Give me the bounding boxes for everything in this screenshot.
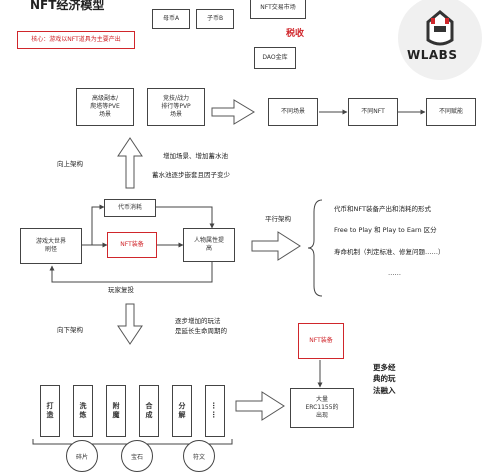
parallel-item-4: …… [388,269,401,277]
diagram-title: NFT经济模型 [30,0,105,12]
hollow-arrow-down [117,303,143,345]
material-gem: 宝石 [121,440,153,472]
down-arch-label: 向下架构 [57,326,83,334]
flow-box-power: 不同赋能 [426,98,476,126]
arrow-consume-to-attr [156,206,215,229]
wlabs-logo: WLABS [398,0,482,80]
material-rune: 符文 [183,440,215,472]
more-gameplay-note: 更多经 典的玩 法融入 [373,363,396,395]
hollow-arrow-up [117,137,143,189]
parallel-label: 平行架构 [265,215,291,223]
arrow-start-to-consume [91,204,105,245]
flow-box-nft: 不同NFT [348,98,398,126]
arrow-replay [49,262,213,283]
flow-box-scene: 不同场景 [268,98,318,126]
hollow-arrow-right-bottom [235,391,285,421]
logo-text: WLABS [407,48,458,62]
dao-treasury-box: DAO金库 [254,47,296,69]
material-fragment: 碎片 [66,440,98,472]
world-grind-box: 游戏大世界 刷怪 [20,228,82,264]
attr-up-box: 人物属性提 高 [183,228,235,262]
core-note: 核心：游戏以NFT道具为主要产出 [17,31,135,49]
token-consume-box: 代币消耗 [104,199,156,217]
down-note: 逐步增加的玩法 是延长生命周期的 [175,317,227,336]
mother-coin-box: 母币A [152,9,190,29]
nft-gear-box: NFT装备 [107,232,157,258]
action-more: …… [205,385,225,437]
parallel-item-2: Free to Play 和 Play to Earn 区分 [334,226,437,234]
child-coin-box: 子币B [196,9,234,29]
action-enchant: 附魔 [106,385,126,437]
action-forge: 打造 [40,385,60,437]
up-arch-label: 向上架构 [57,160,83,168]
parallel-brace [307,199,323,297]
robot-mascot-icon [426,10,454,46]
up-note-2: 蓄水池逐步嵌套且因子变少 [152,171,230,179]
parallel-item-1: 代币和NFT装备产出和消耗的形式 [334,205,431,213]
action-decompose: 分解 [172,385,192,437]
pve-scene-box: 高级副本/ 爬塔等PVE 场景 [76,88,134,126]
hollow-arrow-right-top [211,99,255,125]
erc1155-box: 大量 ERC1155的 出现 [290,388,354,428]
pvp-scene-box: 竞技/战力 排行等PVP 场景 [147,88,205,126]
parallel-item-3: 寿命机制（判定标准、修复问题……） [334,248,445,256]
nft-gear-top-box: NFT装备 [298,323,344,359]
action-merge: 合成 [139,385,159,437]
tax-label: 税收 [286,29,305,39]
action-refine: 洗炼 [73,385,93,437]
connector-lines [32,99,426,445]
hollow-arrow-right-mid [251,231,301,261]
up-note-1: 增加场景、增加蓄水池 [163,152,228,160]
nft-market-box: NFT交易市场 [250,0,306,19]
replay-label: 玩家复投 [108,286,134,294]
